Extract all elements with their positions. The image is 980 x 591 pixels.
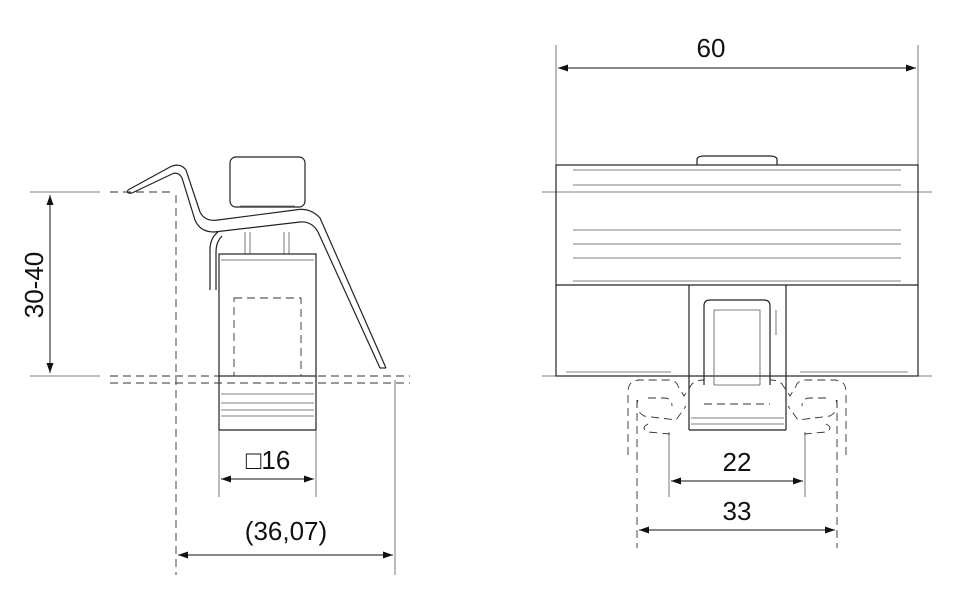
center-block: [688, 285, 787, 431]
top-width-dimension-label: 60: [697, 33, 726, 63]
width-dimension-label: (36,07): [245, 516, 327, 546]
outer-dimension-label: 33: [723, 496, 752, 526]
clamp-hook: [126, 164, 387, 369]
side-view: 30-40 □16 (36,07): [19, 156, 410, 575]
inner-dimension-label: 22: [723, 447, 752, 477]
rail-profile: [627, 379, 847, 455]
lower-nut: [218, 376, 317, 431]
height-dimension-label: 30-40: [19, 252, 49, 319]
bolt-head-top: [696, 155, 778, 165]
bolt-head: [229, 156, 306, 208]
square-dimension-label: □16: [246, 445, 291, 475]
square-block: [218, 253, 317, 377]
front-view: 60: [542, 33, 932, 548]
clamp-body: [555, 164, 919, 377]
